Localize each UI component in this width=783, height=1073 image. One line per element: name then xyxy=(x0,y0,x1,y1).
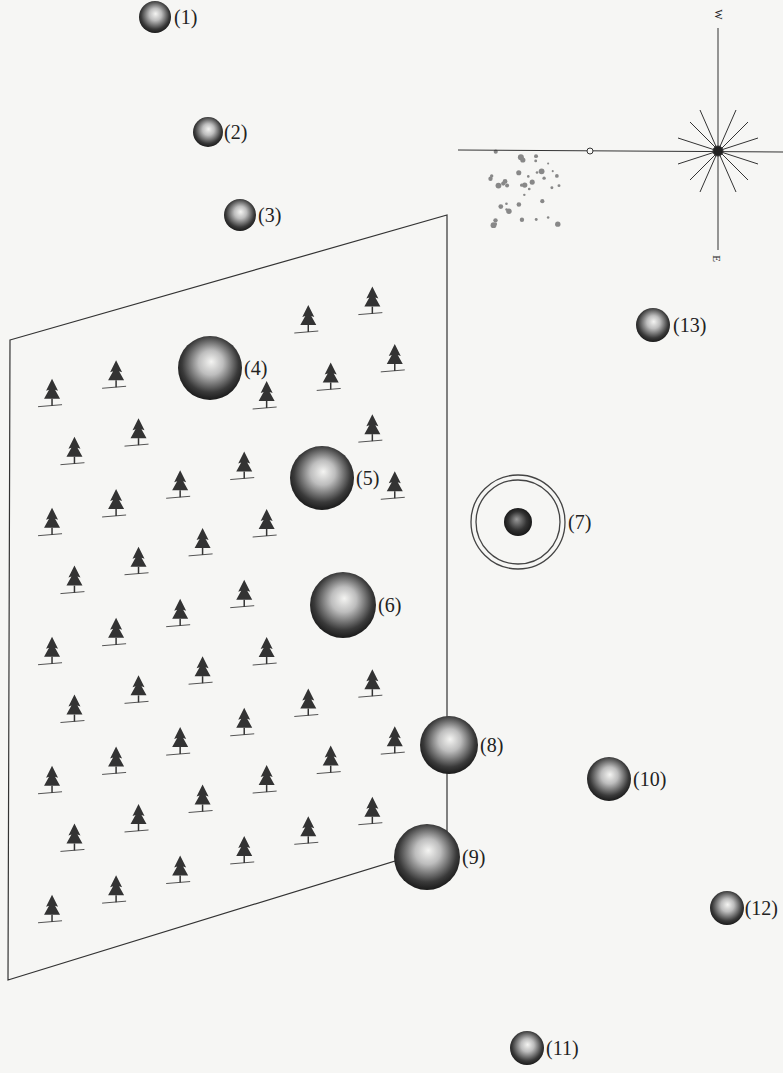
tree xyxy=(358,669,382,697)
stipple xyxy=(488,150,560,228)
mound xyxy=(587,757,631,801)
tree xyxy=(189,785,213,813)
tree xyxy=(358,797,382,825)
mound xyxy=(420,716,478,774)
mound xyxy=(394,824,460,890)
mound xyxy=(504,508,532,536)
tree xyxy=(294,305,318,333)
mound xyxy=(139,1,171,33)
callout-number: (9) xyxy=(462,847,485,867)
tree xyxy=(125,675,149,703)
compass-letter: E xyxy=(711,255,722,262)
tree xyxy=(60,437,84,465)
callout-number: (12) xyxy=(745,898,778,918)
tree xyxy=(253,765,277,793)
callout-number: (10) xyxy=(633,769,666,789)
tree xyxy=(253,381,277,409)
tree xyxy=(38,766,62,794)
tree xyxy=(230,708,254,736)
tree xyxy=(294,816,318,844)
tree xyxy=(230,452,254,480)
tree xyxy=(38,508,62,536)
tree xyxy=(358,414,382,442)
forest-trees xyxy=(38,287,405,923)
compass-letter: W xyxy=(713,9,724,19)
tree xyxy=(381,344,405,372)
tree xyxy=(102,360,126,388)
mound xyxy=(224,199,256,231)
tree xyxy=(125,418,149,446)
forest-outline xyxy=(8,215,447,980)
callout-number: (5) xyxy=(356,468,379,488)
tree xyxy=(102,875,126,903)
tree xyxy=(230,580,254,608)
mound xyxy=(290,446,354,510)
tree xyxy=(38,637,62,665)
callout-number: (4) xyxy=(244,358,267,378)
tree xyxy=(253,637,277,665)
mound xyxy=(710,891,744,925)
callout-number: (3) xyxy=(258,205,281,225)
callout-number: (6) xyxy=(378,595,401,615)
callout-number: (7) xyxy=(568,512,591,532)
tree xyxy=(317,746,341,774)
tree xyxy=(189,656,213,684)
tree xyxy=(294,688,318,716)
mound xyxy=(193,117,223,147)
tree xyxy=(125,547,149,575)
tree xyxy=(38,895,62,923)
callout-number: (13) xyxy=(673,315,706,335)
mound xyxy=(636,308,670,342)
tree xyxy=(381,726,405,754)
tree xyxy=(102,489,126,517)
callout-number: (8) xyxy=(480,735,503,755)
tree xyxy=(166,470,190,498)
callout-number: (1) xyxy=(174,7,197,27)
callout-number: (2) xyxy=(224,122,247,142)
tree xyxy=(125,804,149,832)
tree xyxy=(317,362,341,390)
tree xyxy=(166,599,190,627)
tree xyxy=(189,528,213,556)
tree xyxy=(166,727,190,755)
mound xyxy=(178,336,242,400)
tree xyxy=(166,856,190,884)
tree xyxy=(253,509,277,537)
mound xyxy=(510,1031,544,1065)
tree xyxy=(60,823,84,851)
tree xyxy=(358,287,382,315)
enclosure-ring xyxy=(471,475,565,569)
enclosure-ring xyxy=(476,480,560,564)
tree xyxy=(102,746,126,774)
tree xyxy=(230,836,254,864)
mounds xyxy=(139,1,744,1065)
callout-number: (11) xyxy=(546,1038,579,1058)
compass xyxy=(458,28,783,250)
tree xyxy=(381,471,405,499)
tree xyxy=(38,379,62,407)
mound xyxy=(310,572,376,638)
tree xyxy=(102,618,126,646)
tree xyxy=(60,695,84,723)
tree xyxy=(60,566,84,594)
